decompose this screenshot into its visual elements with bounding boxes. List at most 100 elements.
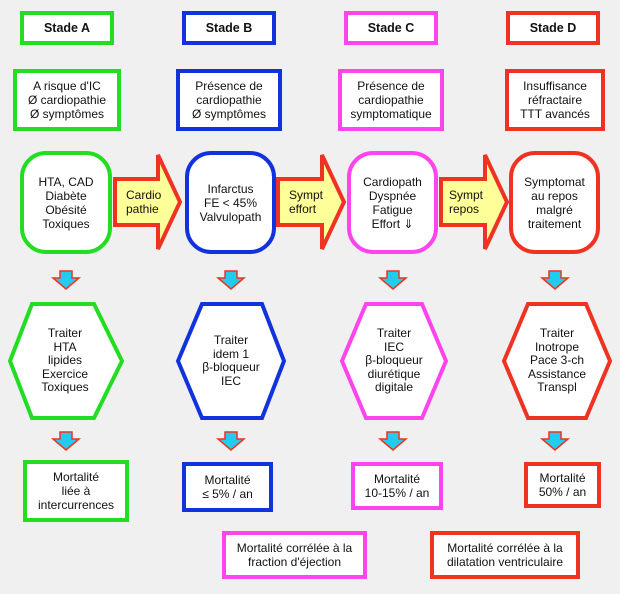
stage-c-description-line: cardiopathie xyxy=(358,93,424,107)
stage-b-conditions: Infarctus FE < 45% Valvulopath xyxy=(185,151,276,254)
stage-b-treatment-line: IEC xyxy=(220,373,241,388)
transition-label-line: Sympt xyxy=(289,188,324,202)
down-arrow-b-1 xyxy=(215,270,247,290)
transition-arrow-a-b xyxy=(113,154,183,250)
down-arrow-b-2 xyxy=(215,431,247,451)
stage-a-header-label: Stade A xyxy=(43,21,91,35)
stage-c-condition: Cardiopath xyxy=(363,174,422,189)
note-line: Mortalité corrélée à la xyxy=(236,541,353,555)
stage-b-description-line: cardiopathie xyxy=(196,93,262,107)
stage-d-mortality-line: Mortalité xyxy=(539,471,586,485)
note-ventricular-dilatation: Mortalité corrélée à la dilatation ventr… xyxy=(430,531,580,579)
stage-d-description-line: Insuffisance xyxy=(523,79,587,93)
stage-a-description-line: Ø symptômes xyxy=(29,107,104,121)
transition-label-line: Sympt xyxy=(449,188,484,202)
stage-a-mortality: Mortalité liée à intercurrences xyxy=(23,460,129,522)
stage-c-treatment-line: diurétique xyxy=(367,366,421,381)
stage-b-condition: Infarctus xyxy=(207,181,254,196)
stage-c-condition: Effort ⇓ xyxy=(371,216,414,231)
stage-a-header: Stade A xyxy=(20,11,114,45)
stage-d-treatment-line: Inotrope xyxy=(534,339,580,354)
stage-d-description: Insuffisance réfractaire TTT avancés xyxy=(505,69,605,131)
transition-arrow-b-c xyxy=(276,154,347,250)
stage-a-condition: Toxiques xyxy=(42,216,90,231)
stage-b-treatment: Traiter idem 1 β-bloqueur IEC xyxy=(186,306,276,416)
stage-b-mortality-line: ≤ 5% / an xyxy=(202,487,253,501)
hexagon-a xyxy=(7,302,125,420)
stage-d-conditions: Symptomat au repos malgré traitement xyxy=(509,151,600,254)
stage-d-treatment-line: Transpl xyxy=(537,380,577,395)
stage-b-header-label: Stade B xyxy=(205,21,253,35)
stage-b-description: Présence de cardiopathie Ø symptômes xyxy=(176,69,282,131)
stage-a-treatment-line: Traiter xyxy=(47,326,83,341)
stage-a-treatment-line: Exercice xyxy=(41,366,88,381)
note-line: fraction d'éjection xyxy=(247,555,341,569)
stage-a-treatment-line: HTA xyxy=(53,339,77,354)
stage-d-header: Stade D xyxy=(506,11,600,45)
down-arrow-c-2 xyxy=(377,431,409,451)
stage-d-treatment-line: Assistance xyxy=(527,366,587,381)
transition-label-b-c: Sympt effort xyxy=(289,188,323,216)
stage-c-treatment-line: digitale xyxy=(374,380,414,395)
stage-b-condition: Valvulopath xyxy=(199,209,262,224)
stage-b-header: Stade B xyxy=(182,11,276,45)
stage-a-description-line: Ø cardiopathie xyxy=(27,93,107,107)
transition-label-line: effort xyxy=(289,202,317,216)
stage-c-description: Présence de cardiopathie symptomatique xyxy=(338,69,444,131)
stage-d-condition: Symptomat xyxy=(524,174,585,189)
stage-a-mortality-line: liée à xyxy=(61,484,91,498)
hexagon-b xyxy=(175,302,287,420)
stage-c-treatment-line: β-bloqueur xyxy=(365,353,423,368)
stage-c-mortality-line: 10-15% / an xyxy=(364,486,430,500)
stage-a-description-line: A risque d'IC xyxy=(33,79,101,93)
stage-d-treatment-line: Traiter xyxy=(539,326,575,341)
stage-c-condition: Dyspnée xyxy=(368,188,417,203)
stage-b-mortality: Mortalité ≤ 5% / an xyxy=(182,462,273,512)
transition-label-line: repos xyxy=(449,202,480,216)
stage-b-condition: FE < 45% xyxy=(203,195,258,210)
stage-d-treatment: Traiter Inotrope Pace 3-ch Assistance Tr… xyxy=(512,306,602,416)
stage-a-condition: Obésité xyxy=(45,202,87,217)
note-line: Mortalité corrélée à la xyxy=(447,541,563,555)
down-arrow-d-2 xyxy=(539,431,571,451)
hexagon-c xyxy=(339,302,449,420)
stage-d-condition: traitement xyxy=(527,216,582,231)
hexagon-d xyxy=(501,302,613,420)
stage-a-treatment: Traiter HTA lipides Exercice Toxiques xyxy=(20,306,110,416)
stage-a-condition: HTA, CAD xyxy=(38,174,94,189)
stage-b-description-line: Ø symptômes xyxy=(191,107,266,121)
stage-d-header-label: Stade D xyxy=(529,21,577,35)
stage-c-description-line: symptomatique xyxy=(350,107,432,121)
stage-d-mortality: Mortalité 50% / an xyxy=(524,462,601,508)
note-line: dilatation ventriculaire xyxy=(446,555,564,569)
stage-a-mortality-line: intercurrences xyxy=(37,498,115,512)
transition-label-line: Cardio xyxy=(126,188,162,202)
stage-a-mortality-line: Mortalité xyxy=(52,470,99,484)
stage-d-mortality-line: 50% / an xyxy=(538,485,587,499)
stage-b-mortality-line: Mortalité xyxy=(204,473,251,487)
stage-c-conditions: Cardiopath Dyspnée Fatigue Effort ⇓ xyxy=(347,151,438,254)
stage-c-header: Stade C xyxy=(344,11,438,45)
stage-c-description-line: Présence de xyxy=(357,79,425,93)
stage-d-description-line: TTT avancés xyxy=(520,107,590,121)
stage-c-treatment-line: IEC xyxy=(383,339,404,354)
transition-arrow-c-d xyxy=(439,154,510,250)
stage-a-conditions: HTA, CAD Diabète Obésité Toxiques xyxy=(20,151,112,254)
down-arrow-a-2 xyxy=(50,431,82,451)
stage-d-treatment-line: Pace 3-ch xyxy=(529,353,585,368)
stage-c-header-label: Stade C xyxy=(367,21,415,35)
stage-d-description-line: réfractaire xyxy=(527,93,583,107)
stage-b-treatment-line: Traiter xyxy=(213,333,249,347)
stage-a-description: A risque d'IC Ø cardiopathie Ø symptômes xyxy=(13,69,121,131)
down-arrow-c-1 xyxy=(377,270,409,290)
transition-label-line: pathie xyxy=(126,202,159,216)
stage-c-mortality-line: Mortalité xyxy=(373,472,420,486)
down-arrow-a-1 xyxy=(50,270,82,290)
down-arrow-d-1 xyxy=(539,270,571,290)
stage-c-treatment-line: Traiter xyxy=(376,326,412,341)
stage-c-condition: Fatigue xyxy=(372,202,413,217)
stage-a-treatment-line: Toxiques xyxy=(41,380,89,395)
stage-d-condition: au repos xyxy=(531,188,578,203)
